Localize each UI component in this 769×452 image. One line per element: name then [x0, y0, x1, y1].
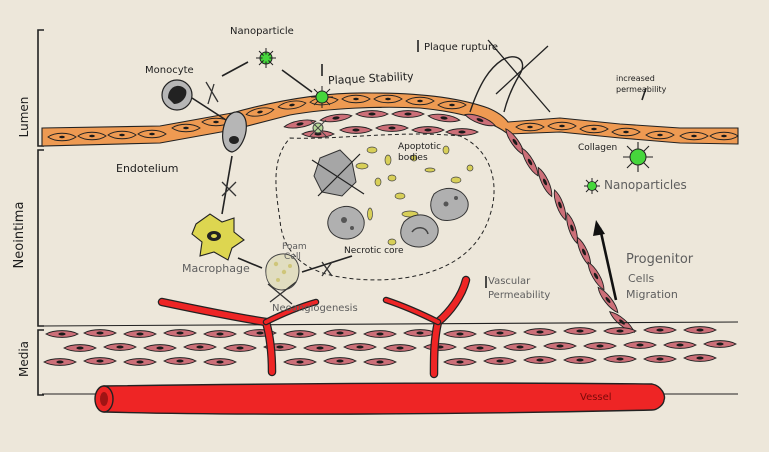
- plaque-rupture-label: Plaque rupture: [424, 42, 499, 53]
- vascular-permeability-line2: Permeability: [488, 290, 551, 301]
- neointima-bracket: [37, 149, 44, 327]
- foam-cell-line2: Cell: [284, 252, 301, 262]
- increased-permeability-line1: increased: [616, 74, 655, 83]
- progenitor-line2: Cells: [628, 272, 655, 285]
- apoptotic-bodies: [355, 145, 474, 246]
- pathway-crosses: [205, 81, 333, 305]
- necrotic-core-label: Necrotic core: [344, 246, 404, 256]
- nanoparticles-label: Nanoparticles: [604, 178, 687, 192]
- collagen-label: Collagen: [578, 143, 618, 153]
- media-label: Media: [17, 340, 31, 378]
- nanoparticles-small: [584, 178, 600, 194]
- main-vessel: [94, 382, 666, 415]
- rupture-cross: [487, 39, 551, 113]
- migration-arrowhead: [593, 220, 605, 236]
- macrophage-label: Macrophage: [182, 262, 250, 275]
- vascular-permeability-line1: Vascular: [488, 276, 531, 287]
- endotelium-label: Endotelium: [116, 162, 179, 175]
- migration-arrow: [598, 227, 618, 301]
- necrotic-cells: [311, 149, 469, 248]
- pathway-arrows: [191, 40, 647, 288]
- endothelium-layer: [41, 92, 739, 147]
- collagen-nanoparticle: [623, 142, 653, 172]
- foam-cell: [265, 253, 300, 291]
- transmigrating-monocyte: [222, 111, 247, 153]
- monocyte-label: Monocyte: [145, 65, 194, 76]
- apoptotic-bodies-line2: bodies: [398, 153, 428, 163]
- foam-cell-line1: Foam: [282, 242, 307, 252]
- monocyte-cell: [161, 79, 193, 111]
- necrotic-core-outline: [275, 133, 495, 281]
- vessel-label: Vessel: [580, 392, 612, 403]
- progenitor-line3: Migration: [626, 288, 678, 301]
- lumen-label: Lumen: [17, 96, 31, 138]
- nanoparticle-label: Nanoparticle: [230, 26, 294, 37]
- neoangiogenesis-vessels: [157, 275, 471, 379]
- plaque-rupture-line: [469, 56, 524, 113]
- nanoparticle-plaque: [309, 119, 327, 137]
- increased-permeability-line2: permeability: [616, 85, 667, 94]
- nanoparticle-top: [256, 48, 276, 68]
- progenitor-line1: Progenitor: [626, 252, 694, 267]
- media-bracket: [37, 329, 44, 396]
- apoptotic-bodies-line1: Apoptotic: [398, 142, 442, 152]
- neoangiogenesis-label: Neoangiogenesis: [272, 303, 358, 314]
- nanoparticle-endothelium: [311, 86, 333, 108]
- neointima-label: Neointima: [12, 201, 27, 269]
- macrophage-cell: [191, 213, 245, 261]
- lumen-bracket: [37, 29, 44, 147]
